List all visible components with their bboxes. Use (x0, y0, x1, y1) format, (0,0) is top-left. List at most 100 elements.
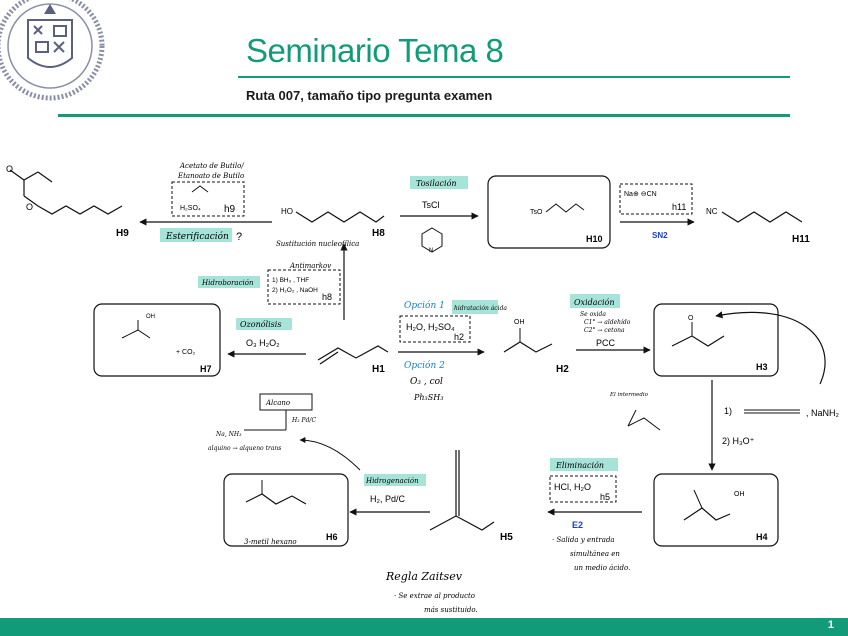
svg-text:C1° → aldehído: C1° → aldehído (584, 319, 631, 326)
svg-text:Oxidación: Oxidación (574, 298, 615, 307)
label-h3: H3 (756, 362, 768, 372)
svg-text:· Salida y entrada: · Salida y entrada (552, 536, 615, 544)
tag-tosylation (410, 176, 468, 189)
tag-elimination (550, 458, 618, 471)
page-number: 1 (827, 619, 834, 631)
compound-h9: O O H9 (6, 164, 129, 239)
tag-hydration (452, 300, 498, 314)
svg-text:OH: OH (514, 319, 525, 326)
slide-footer: 1 (0, 618, 848, 636)
svg-text:h5: h5 (600, 492, 610, 502)
svg-text:Esterificación: Esterificación (165, 231, 229, 242)
label-h2: H2 (556, 364, 569, 375)
tag-ozonolysis (236, 318, 292, 330)
svg-text:N: N (429, 248, 433, 254)
label-h10: H10 (586, 234, 603, 244)
reaction-scheme: O O H9 Acetato de Butilo/ Etanoato de Bu… (6, 162, 840, 614)
svg-text:h9: h9 (224, 204, 236, 215)
label-h4: H4 (756, 532, 768, 542)
compound-h11: NC H11 (706, 207, 810, 245)
label-h5: H5 (500, 532, 513, 543)
tag-hydroboration (198, 276, 260, 288)
tag-hydrogenation (364, 474, 426, 486)
svg-text:2) H₃O⁺: 2) H₃O⁺ (722, 436, 755, 446)
svg-text:Regla Zaitsev: Regla Zaitsev (385, 570, 463, 583)
label-h11: H11 (792, 234, 810, 245)
svg-text:TsO: TsO (530, 209, 543, 216)
title-underline (238, 76, 790, 78)
svg-text:Alcano: Alcano (265, 399, 290, 407)
svg-text:OH: OH (146, 314, 155, 320)
compound-h5: H5 (429, 450, 513, 543)
svg-text:Opción 1: Opción 1 (404, 300, 445, 311)
svg-text:Ph₃SH₃: Ph₃SH₃ (413, 393, 443, 402)
svg-text:1) BH₃ , THF: 1) BH₃ , THF (272, 277, 309, 284)
svg-text:Opción 2: Opción 2 (404, 360, 445, 371)
svg-text:simultánea en: simultánea en (570, 550, 620, 558)
svg-text:PCC: PCC (596, 338, 616, 348)
svg-text:h2: h2 (454, 332, 464, 342)
h9-reagents: Acetato de Butilo/ Etanoato de Butilo H₂… (171, 162, 245, 217)
pyridine-icon: N (421, 227, 443, 254)
label-h7: H7 (200, 364, 212, 374)
svg-text:Na⊕ ⊖CN: Na⊕ ⊖CN (624, 191, 657, 198)
svg-text:· Se extrae al producto: · Se extrae al producto (394, 592, 475, 600)
svg-text:Se oxida: Se oxida (580, 311, 606, 318)
svg-text:H₂O, H₂SO₄: H₂O, H₂SO₄ (406, 322, 455, 332)
svg-text:SN2: SN2 (652, 231, 668, 240)
svg-text:Acetato de Butilo/: Acetato de Butilo/ (179, 162, 244, 170)
label-h8: H8 (372, 228, 385, 239)
svg-text:H₂SO₄: H₂SO₄ (180, 205, 201, 212)
tag-oxidation (570, 294, 620, 308)
box-h4 (653, 473, 779, 547)
svg-text:3-metil hexano: 3-metil hexano (244, 538, 297, 546)
svg-text:Sustitución nucleofílica: Sustitución nucleofílica (276, 240, 359, 248)
svg-text:Antimarkov: Antimarkov (289, 262, 331, 270)
svg-text:O₃ , col: O₃ , col (410, 377, 443, 387)
svg-text:Eliminación: Eliminación (555, 461, 604, 470)
svg-text:un medio ácido.: un medio ácido. (574, 564, 630, 572)
svg-text:C2° → cetona: C2° → cetona (584, 327, 625, 334)
box-h7 (93, 303, 221, 377)
svg-text:H₂ Pd/C: H₂ Pd/C (291, 417, 316, 424)
svg-text:h11: h11 (672, 202, 686, 212)
svg-text:Na, NH₃: Na, NH₃ (215, 431, 242, 438)
box-h3 (653, 303, 779, 377)
svg-text:El intermedio: El intermedio (609, 392, 649, 398)
svg-text:hidratación ácida: hidratación ácida (454, 305, 507, 312)
svg-text:Ozonólisis: Ozonólisis (240, 320, 281, 329)
box-h6 (223, 473, 349, 547)
svg-text:?: ? (236, 231, 242, 243)
svg-text:Tosilación: Tosilación (416, 179, 457, 188)
svg-text:O₃ H₂O₂: O₃ H₂O₂ (246, 338, 280, 348)
svg-text:h8: h8 (322, 292, 332, 302)
svg-text:más sustituido.: más sustituido. (424, 606, 478, 614)
slide-subtitle: Ruta 007, tamaño tipo pregunta examen (246, 88, 493, 103)
university-seal-logo (0, 0, 105, 101)
svg-text:HO: HO (281, 207, 293, 216)
compound-h1: H1 (317, 345, 389, 375)
svg-text:Hidrogenación: Hidrogenación (365, 477, 419, 485)
svg-text:OH: OH (734, 491, 745, 498)
subtitle-rule (58, 114, 790, 117)
svg-text:TsCl: TsCl (422, 200, 440, 210)
svg-text:O: O (6, 164, 13, 174)
tag-esterification (160, 228, 232, 242)
svg-text:+ CO₂: + CO₂ (176, 349, 196, 356)
svg-text:O: O (688, 315, 694, 322)
svg-text:2) H₂O₂ , NaOH: 2) H₂O₂ , NaOH (272, 287, 318, 294)
svg-text:1): 1) (724, 406, 732, 416)
label-h9: H9 (116, 228, 129, 239)
svg-text:O: O (26, 202, 33, 212)
svg-text:HCl, H₂O: HCl, H₂O (554, 482, 591, 492)
label-h6: H6 (326, 532, 338, 542)
svg-text:alquino → alqueno trans: alquino → alqueno trans (208, 445, 281, 452)
compound-h2: OH H2 (503, 319, 569, 375)
svg-text:, NaNH₂: , NaNH₂ (806, 408, 840, 418)
svg-text:Etanoato de Butilo: Etanoato de Butilo (177, 172, 244, 180)
box-h10 (487, 175, 611, 249)
svg-text:H₂, Pd/C: H₂, Pd/C (370, 494, 406, 504)
label-h1: H1 (372, 364, 385, 375)
svg-text:Hidroboración: Hidroboración (201, 279, 254, 287)
